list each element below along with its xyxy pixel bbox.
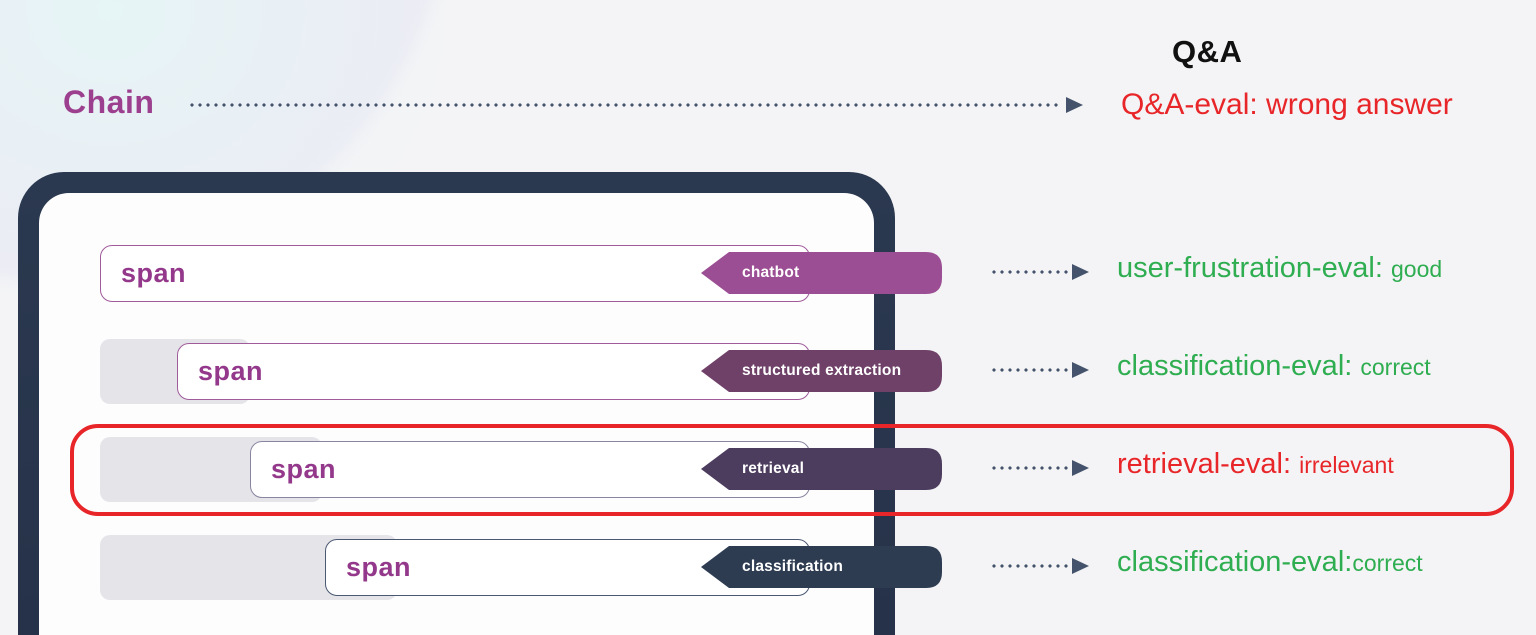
- eval-value: good: [1391, 256, 1443, 282]
- eval-value: correct: [1360, 354, 1431, 380]
- span-label: span: [198, 356, 264, 386]
- structured-extraction-tag-icon: [701, 350, 942, 392]
- span-label: span: [346, 552, 412, 582]
- eval-result: classification-eval: correct: [1117, 350, 1431, 392]
- tag-label: chatbot: [742, 264, 800, 281]
- arrowhead-icon: [1072, 460, 1089, 476]
- qa-heading: Q&A: [1172, 34, 1243, 69]
- arrowhead-icon: [1072, 264, 1089, 280]
- tag-label: retrieval: [742, 460, 805, 477]
- span-label: span: [271, 454, 337, 484]
- eval-name: user-frustration-eval:: [1117, 252, 1383, 284]
- eval-result: retrieval-eval: irrelevant: [1117, 448, 1394, 490]
- eval-result: classification-eval:correct: [1117, 546, 1423, 588]
- eval-separator: [1352, 350, 1360, 383]
- chain-label: Chain: [63, 84, 155, 120]
- tag-label: classification: [742, 558, 844, 575]
- eval-value: correct: [1352, 550, 1423, 576]
- dotted-line: [990, 466, 1072, 470]
- arrowhead-icon: [1072, 362, 1089, 378]
- eval-name: classification-eval:: [1117, 350, 1353, 382]
- classification-tag-icon: [701, 546, 942, 588]
- eval-separator: [1383, 252, 1391, 285]
- tag-shape: [701, 350, 942, 392]
- dotted-line: [990, 564, 1072, 568]
- dotted-line: [188, 103, 1062, 107]
- dotted-line: [990, 368, 1072, 372]
- dotted-line: [990, 270, 1072, 274]
- tag-shape: [701, 252, 942, 294]
- arrowhead-icon: [1066, 97, 1083, 113]
- eval-name: retrieval-eval:: [1117, 448, 1292, 480]
- eval-value: irrelevant: [1299, 452, 1394, 478]
- eval-result: user-frustration-eval: good: [1117, 252, 1442, 294]
- span-box: span: [177, 343, 810, 400]
- eval-separator: [1291, 448, 1299, 481]
- qa-eval-text: Q&A-eval: wrong answer: [1121, 88, 1453, 121]
- eval-name: classification-eval:: [1117, 546, 1353, 578]
- span-label: span: [121, 258, 187, 288]
- tag-shape: [701, 546, 942, 588]
- arrowhead-icon: [1072, 558, 1089, 574]
- retrieval-tag-icon: [701, 448, 942, 490]
- tag-shape: [701, 448, 942, 490]
- tag-label: structured extraction: [742, 362, 902, 379]
- chatbot-tag-icon: [701, 252, 942, 294]
